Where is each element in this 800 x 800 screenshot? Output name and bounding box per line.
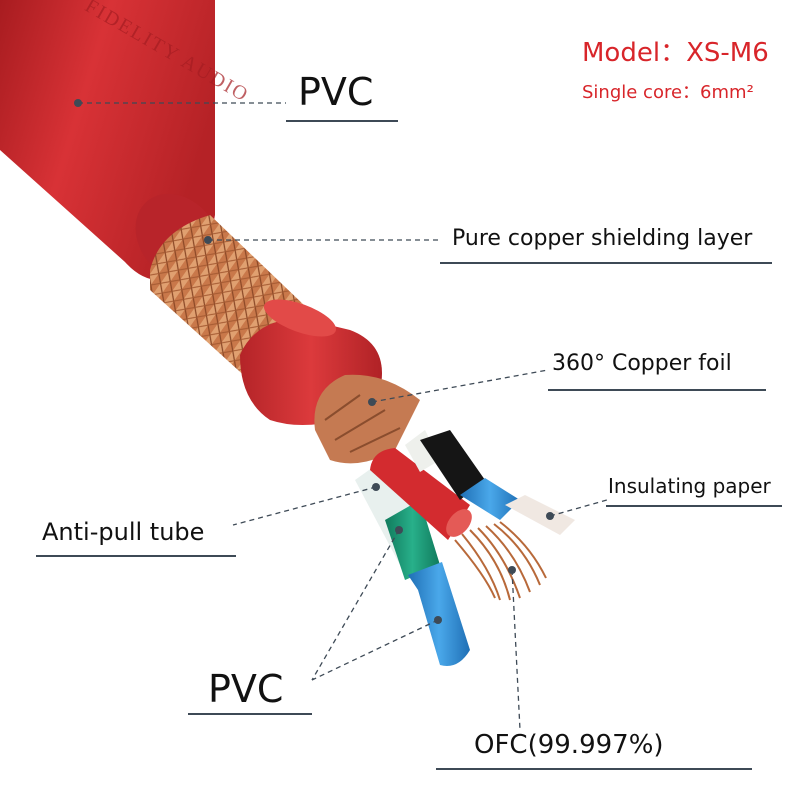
ofc-label: OFC(99.997%) (474, 730, 664, 760)
paper-label: Insulating paper (608, 474, 771, 498)
ofc-strands (454, 521, 547, 601)
ofc-underline (436, 768, 752, 770)
leader-lines (78, 102, 608, 731)
shield-label: Pure copper shielding layer (452, 226, 753, 251)
leader-dots (74, 99, 554, 624)
pvc-outer-label: PVC (298, 70, 374, 114)
anti-pull-label: Anti-pull tube (42, 518, 205, 546)
shield-underline (440, 262, 772, 264)
black-blue-conductor (420, 430, 575, 535)
paper-underline (606, 505, 782, 507)
pvc-inner-label: PVC (208, 667, 284, 711)
red-conductor (370, 430, 472, 540)
pvc-inner-underline (188, 713, 312, 715)
foil-underline (548, 389, 766, 391)
model-title: Model：XS-M6 (582, 38, 769, 68)
copper-foil (314, 374, 420, 464)
foil-label: 360° Copper foil (552, 351, 732, 376)
green-blue-conductor (355, 455, 470, 666)
core-spec: Single core：6mm² (582, 82, 754, 103)
pvc-outer-underline (286, 120, 398, 122)
anti-pull-underline (36, 555, 236, 557)
